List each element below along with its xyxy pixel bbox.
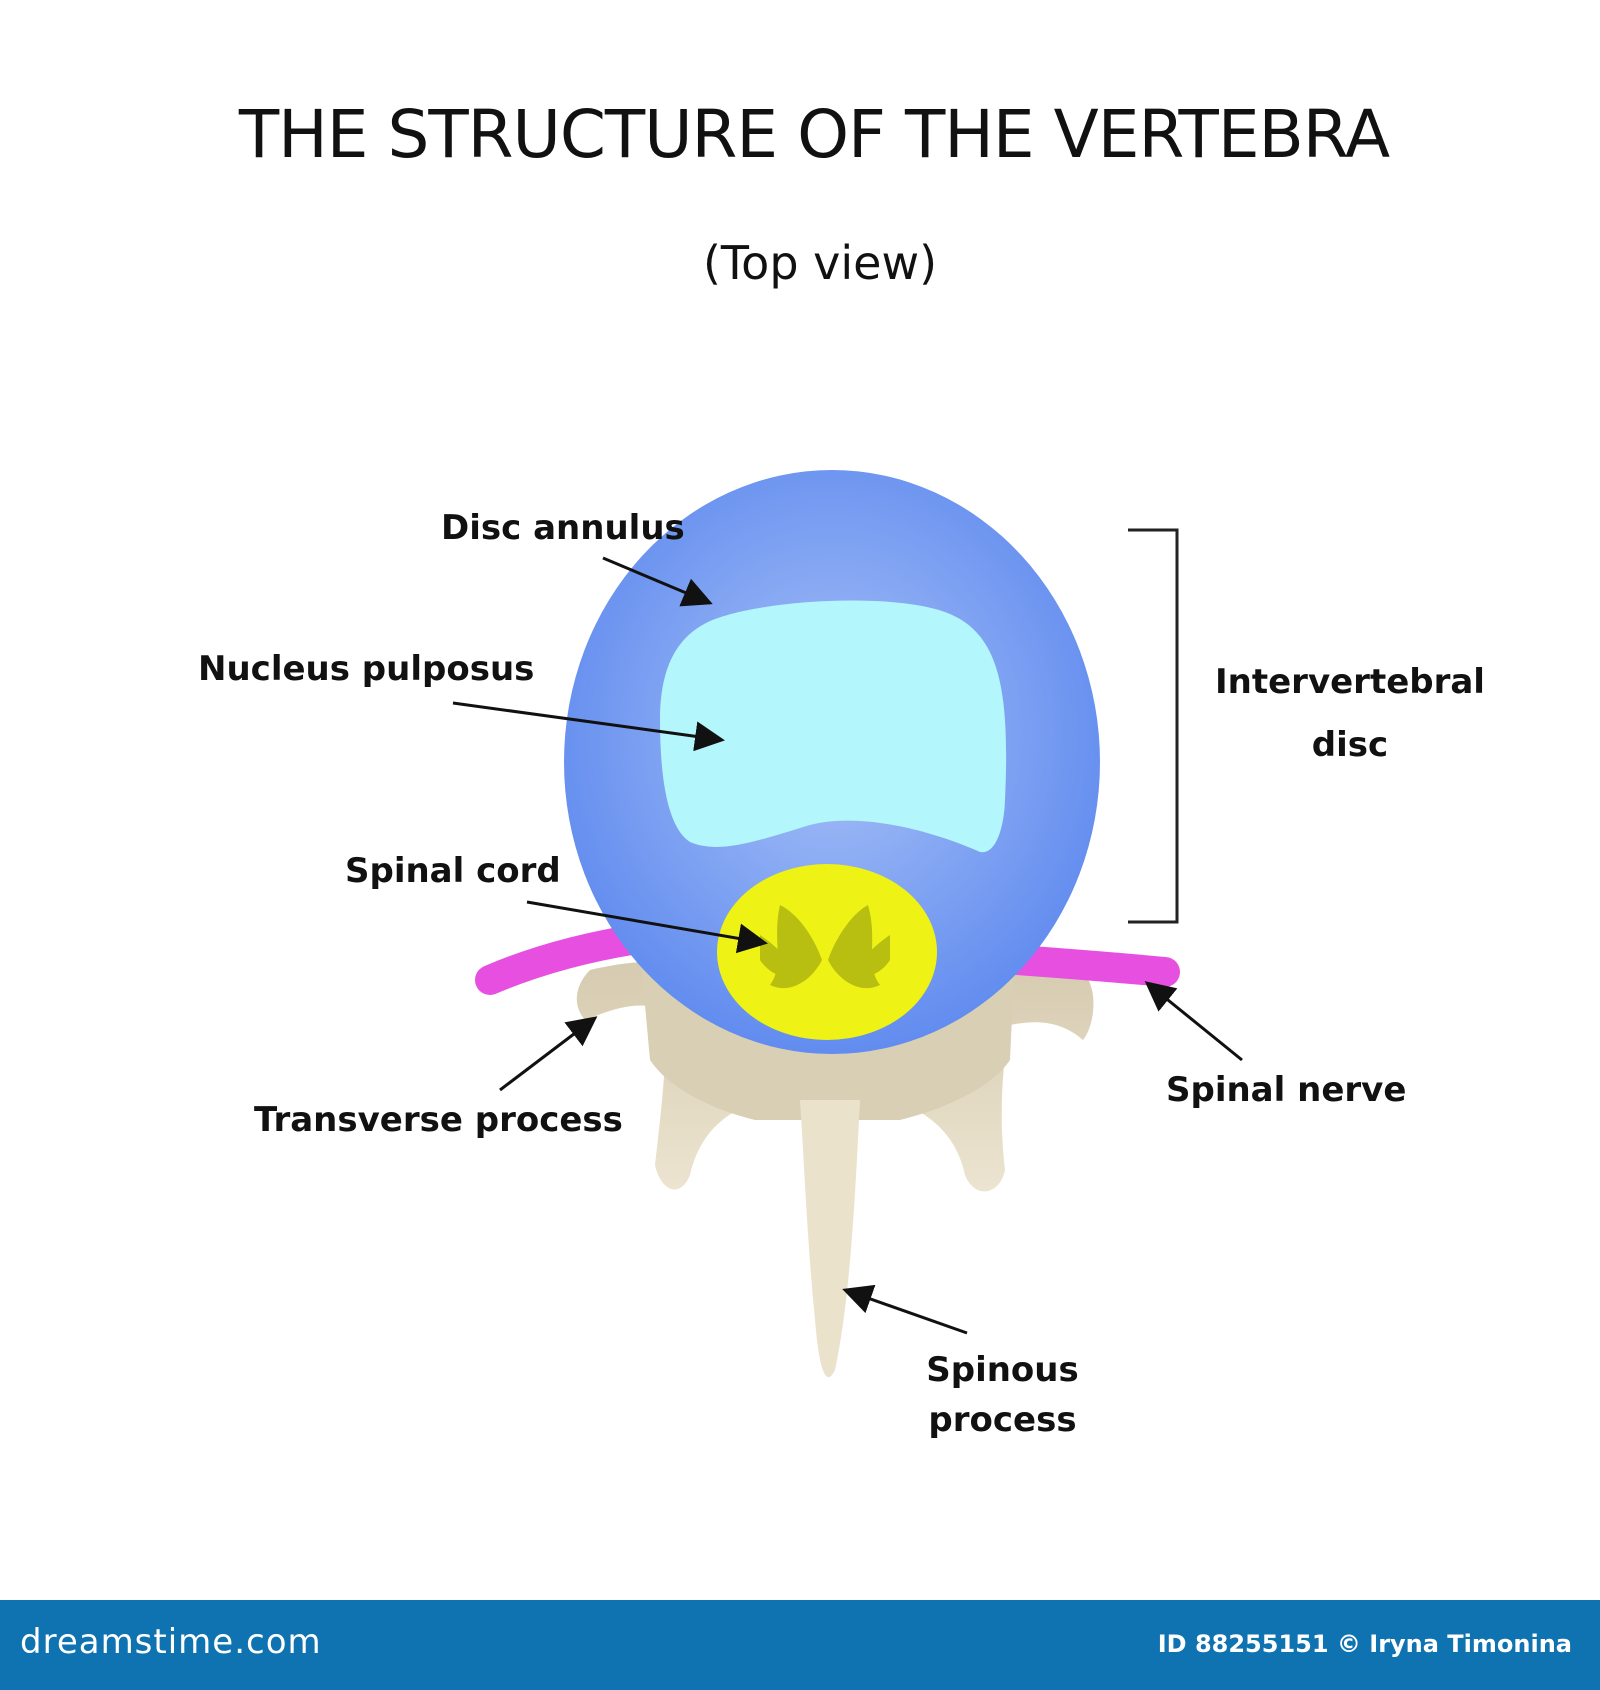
- spinal-cord-shape: [717, 864, 937, 1040]
- grey-matter: [760, 905, 890, 989]
- label-spinous-process-line2: process: [928, 1400, 1077, 1440]
- label-transverse-process: Transverse process: [254, 1100, 623, 1140]
- label-nucleus-pulposus: Nucleus pulposus: [198, 649, 535, 689]
- arrow-spinal-nerve: [1144, 981, 1243, 1062]
- arrow-transverse-process: [499, 1016, 598, 1092]
- footer-brand[interactable]: dreamstime.com: [20, 1622, 322, 1662]
- nucleus-pulposus-shape: [660, 600, 1007, 853]
- label-intervertebral-disc: Intervertebral disc: [1210, 657, 1490, 770]
- arrow-nucleus-pulposus: [452, 701, 725, 752]
- vertebra-diagram: [452, 470, 1243, 1378]
- label-intervertebral-disc-line2: disc: [1311, 725, 1389, 765]
- disc-bracket: [1128, 528, 1179, 924]
- label-intervertebral-disc-line1: Intervertebral: [1215, 662, 1485, 702]
- arrow-disc-annulus: [602, 556, 713, 607]
- arrow-spinal-cord: [526, 900, 768, 954]
- label-spinal-cord: Spinal cord: [345, 851, 561, 891]
- label-disc-annulus: Disc annulus: [441, 508, 685, 548]
- label-spinous-process: Spinous process: [920, 1345, 1085, 1445]
- arrow-spinous-process: [842, 1284, 968, 1335]
- page-title: THE STRUCTURE OF THE VERTEBRA: [238, 96, 1390, 173]
- label-spinal-nerve: Spinal nerve: [1166, 1070, 1407, 1110]
- label-spinous-process-line1: Spinous: [926, 1350, 1079, 1390]
- footer-bar: dreamstime.com ID 88255151 © Iryna Timon…: [0, 1600, 1600, 1690]
- page-subtitle: (Top view): [702, 236, 938, 290]
- footer-credit: ID 88255151 © Iryna Timonina: [1157, 1630, 1572, 1658]
- spinous-process: [800, 1100, 860, 1378]
